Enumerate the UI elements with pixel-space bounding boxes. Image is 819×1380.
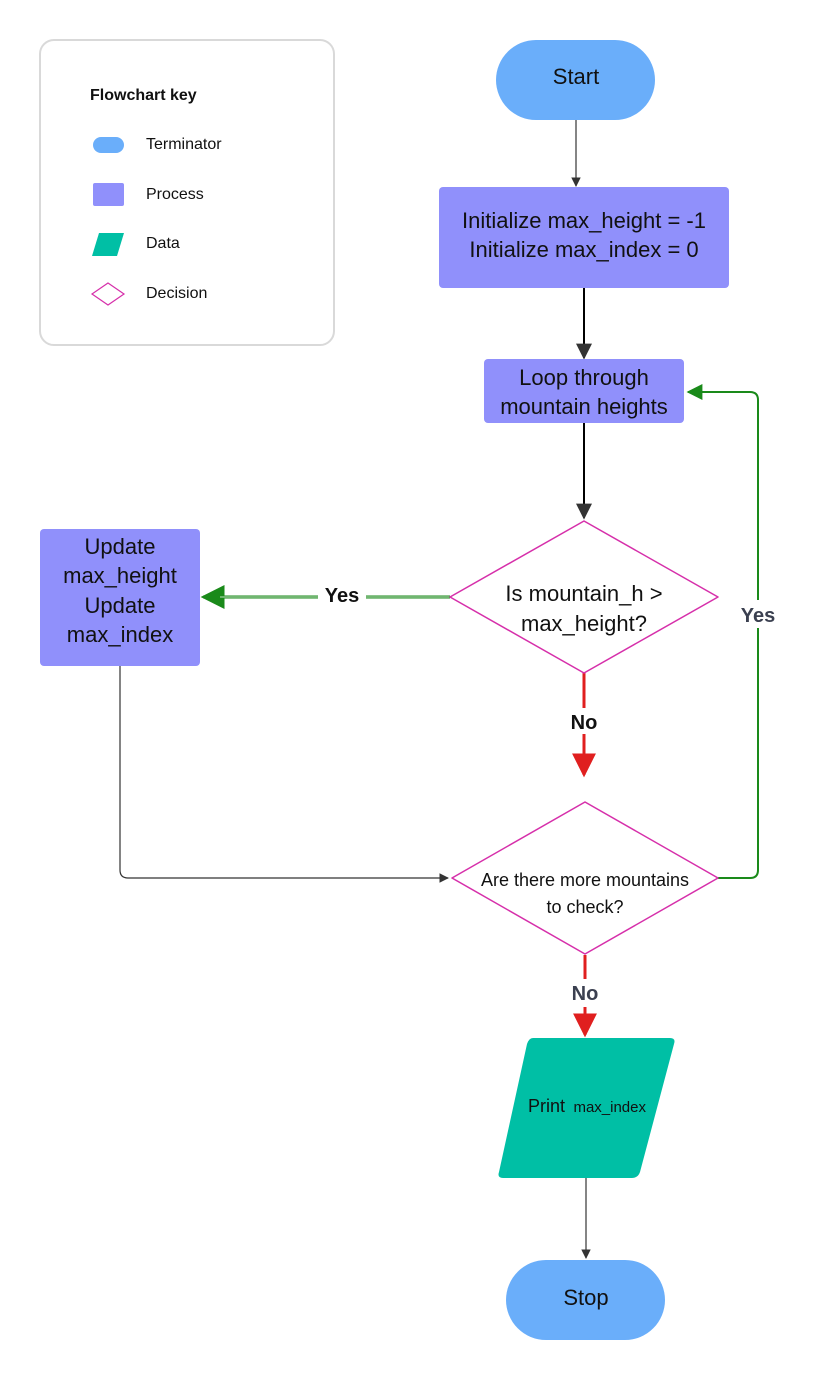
label-more-yes: Yes (741, 605, 775, 627)
label-height-yes: Yes (325, 585, 359, 607)
init-label-line-2: Initialize max_index = 0 (469, 237, 698, 262)
decision-more-shape (451, 801, 719, 955)
init-label-line-1: Initialize max_height = -1 (462, 208, 706, 233)
print-node[interactable]: Print max_index (498, 1038, 675, 1178)
decision-more-label-line-2: to check? (546, 897, 623, 917)
stop-node[interactable]: Stop (506, 1260, 665, 1340)
print-label: Print (528, 1096, 565, 1116)
edge-label-bg (564, 979, 606, 1007)
label-height-no: No (571, 712, 598, 734)
edge-update-to-decision-more (119, 666, 449, 883)
start-node[interactable]: Start (496, 40, 655, 120)
key-decision-label: Decision (146, 285, 207, 302)
stop-terminator-shape (506, 1260, 665, 1340)
svg-text:Print max_index: Print max_index (528, 1096, 647, 1116)
update-label-line-3: Update (85, 593, 156, 618)
decision-more-node[interactable]: Are there more mountains to check? (451, 801, 719, 955)
key-decision-swatch (90, 282, 126, 306)
update-label-line-4: max_index (67, 622, 173, 647)
loop-process-shape (484, 359, 684, 423)
edge-more-yes (686, 384, 759, 879)
label-more-no: No (572, 983, 599, 1005)
edge-label-bg (318, 584, 366, 608)
update-label-line-2: max_height (63, 563, 177, 588)
init-node[interactable]: Initialize max_height = -1 Initialize ma… (439, 187, 729, 288)
start-label: Start (553, 64, 599, 89)
update-process-shape (40, 529, 200, 666)
key-terminator-label: Terminator (146, 136, 222, 153)
key-data-swatch (92, 233, 124, 256)
loop-node[interactable]: Loop through mountain heights (484, 359, 684, 423)
decision-more-label-line-1: Are there more mountains (481, 870, 689, 890)
key-terminator-swatch (93, 137, 124, 153)
key-process-label: Process (146, 186, 204, 203)
decision-height-node[interactable]: Is mountain_h > max_height? (449, 520, 719, 674)
decision-height-label-line-1: Is mountain_h > (505, 581, 662, 606)
update-label-line-1: Update (85, 534, 156, 559)
key-data-label: Data (146, 235, 180, 252)
edge-label-bg (563, 708, 605, 734)
key-title: Flowchart key (90, 87, 197, 104)
edge-label-bg (735, 600, 781, 628)
print-label-variable: max_index (573, 1099, 646, 1116)
stop-label: Stop (563, 1285, 608, 1310)
decision-height-label-line-2: max_height? (521, 611, 647, 636)
init-process-shape (439, 187, 729, 288)
loop-label-line-1: Loop through (519, 365, 649, 390)
flowchart-key: Flowchart key Terminator Process Data De… (39, 39, 335, 346)
key-panel (39, 39, 335, 346)
start-terminator-shape (496, 40, 655, 120)
key-process-swatch (93, 183, 124, 206)
print-data-shape (498, 1038, 675, 1178)
decision-height-shape (449, 520, 719, 674)
update-node[interactable]: Update max_height Update max_index (40, 529, 200, 666)
loop-label-line-2: mountain heights (500, 394, 668, 419)
